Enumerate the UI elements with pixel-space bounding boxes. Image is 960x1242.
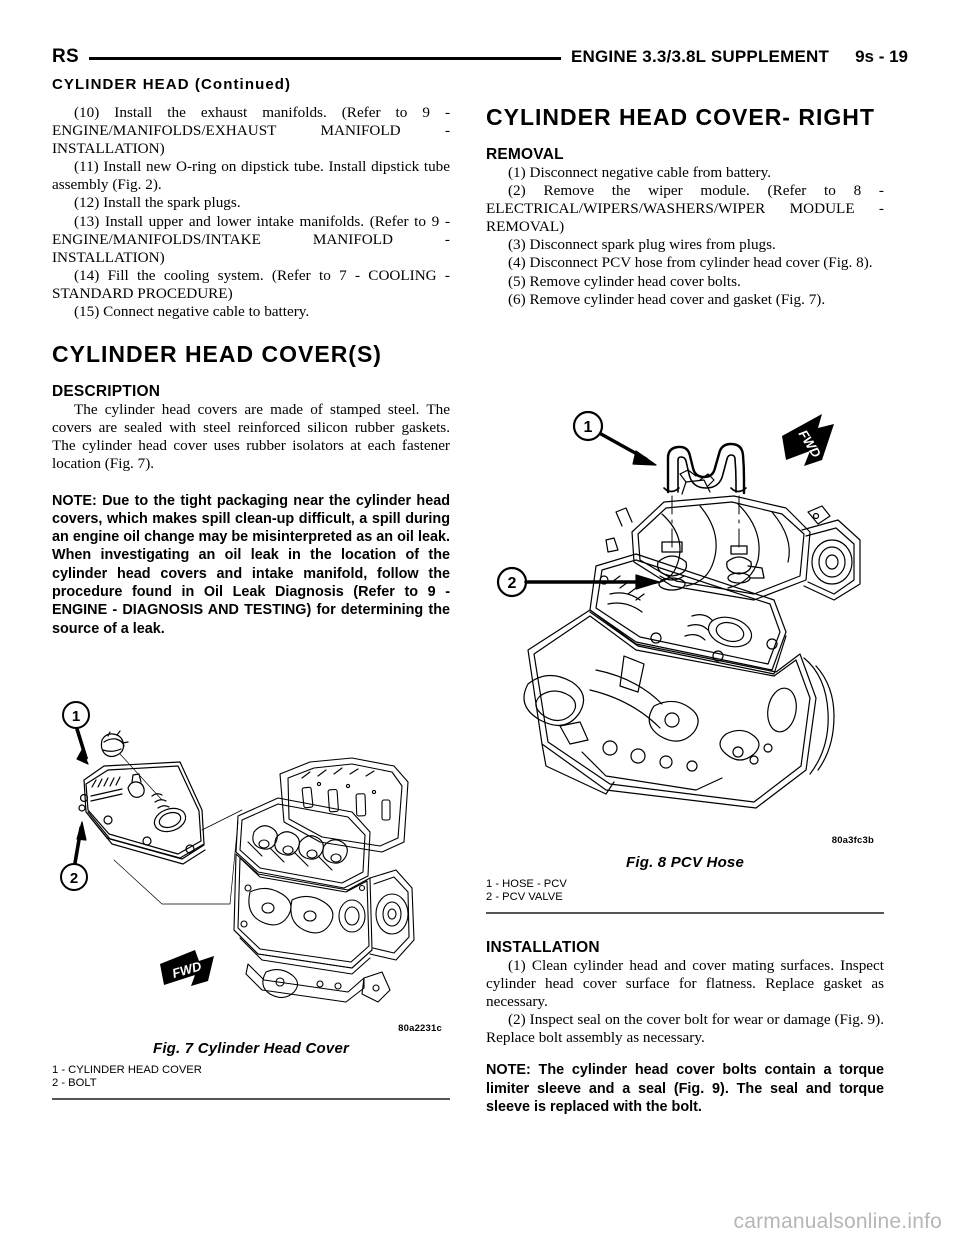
note-paragraph: NOTE: Due to the tight packaging near th… [52, 492, 450, 637]
header-left-mark: RS [52, 46, 79, 67]
page-header: RS ENGINE 3.3/3.8L SUPPLEMENT 9s - 19 [52, 44, 908, 70]
legend-item: 2 - PCV VALVE [486, 891, 563, 904]
svg-text:1: 1 [584, 419, 593, 436]
step-paragraph: (14) Fill the cooling system. (Refer to … [52, 266, 450, 302]
removal-step: (3) Disconnect spark plug wires from plu… [508, 236, 776, 254]
section-title-cylinder-head-cover-right: CYLINDER HEAD COVER- RIGHT [486, 104, 875, 130]
figure-7-legend: 1 - CYLINDER HEAD COVER 2 - BOLT [52, 1064, 450, 1091]
step-paragraph: (12) Install the spark plugs. [74, 194, 241, 212]
legend-item: 2 - BOLT [52, 1077, 97, 1090]
installation-note: NOTE: The cylinder head cover bolts cont… [486, 1062, 884, 1116]
figure-8-caption: Fig. 8 PCV Hose [625, 854, 745, 871]
figure-8-block: 1 2 [486, 404, 884, 914]
svg-text:2: 2 [508, 575, 517, 592]
section-title-cylinder-head-covers: CYLINDER HEAD COVER(S) [52, 341, 382, 368]
figure-8-id-code: 80a3fc3b [831, 835, 874, 846]
removal-step: (5) Remove cylinder head cover bolts. [508, 272, 741, 290]
figure-8-legend: 1 - HOSE - PCV 2 - PCV VALVE [486, 878, 884, 905]
step-paragraph: (15) Connect negative cable to battery. [74, 303, 310, 321]
figure-7-artwork: 1 2 [52, 692, 450, 1038]
watermark: carmanualsonline.info [733, 1210, 942, 1233]
removal-step: (4) Disconnect PCV hose from cylinder he… [508, 254, 873, 272]
figure-7-caption: Fig. 7 Cylinder Head Cover [152, 1040, 350, 1057]
header-title: ENGINE 3.3/3.8L SUPPLEMENT [570, 47, 830, 66]
subheading-removal: REMOVAL [486, 146, 564, 163]
header-page-number: 9s - 19 [855, 47, 908, 66]
removal-step: (2) Remove the wiper module. (Refer to 8… [486, 182, 884, 236]
legend-item: 1 - HOSE - PCV [486, 878, 567, 890]
svg-text:1: 1 [72, 708, 80, 725]
subheading-description: DESCRIPTION [52, 383, 161, 401]
figure-8-bottom-rule [486, 911, 884, 914]
step-paragraph: (10) Install the exhaust manifolds. (Ref… [52, 104, 450, 158]
step-paragraph: (13) Install upper and lower intake mani… [52, 212, 450, 266]
removal-step: (1) Disconnect negative cable from batte… [508, 164, 771, 181]
figure-7-id-code: 80a2231c [398, 1023, 442, 1034]
removal-step: (6) Remove cylinder head cover and gaske… [508, 290, 826, 308]
legend-item: 1 - CYLINDER HEAD COVER [52, 1064, 202, 1076]
figure-7-bottom-rule [52, 1097, 450, 1100]
right-column-installation: INSTALLATION (1) Clean cylinder head and… [486, 938, 884, 1116]
svg-text:2: 2 [70, 870, 78, 887]
right-column: CYLINDER HEAD COVER- RIGHT REMOVAL (1) D… [486, 104, 884, 309]
installation-step: (2) Inspect seal on the cover bolt for w… [486, 1011, 884, 1047]
continued-heading: CYLINDER HEAD (Continued) [52, 76, 292, 93]
figure-7-block: 1 2 [52, 692, 450, 1100]
figure-8-artwork: 1 2 [486, 404, 884, 852]
left-column: (10) Install the exhaust manifolds. (Ref… [52, 104, 450, 638]
installation-step: (1) Clean cylinder head and cover mating… [486, 957, 884, 1011]
step-paragraph: (11) Install new O-ring on dipstick tube… [52, 158, 450, 194]
header-rule [89, 56, 561, 60]
description-paragraph: The cylinder head covers are made of sta… [52, 401, 450, 473]
subheading-installation: INSTALLATION [486, 939, 600, 956]
